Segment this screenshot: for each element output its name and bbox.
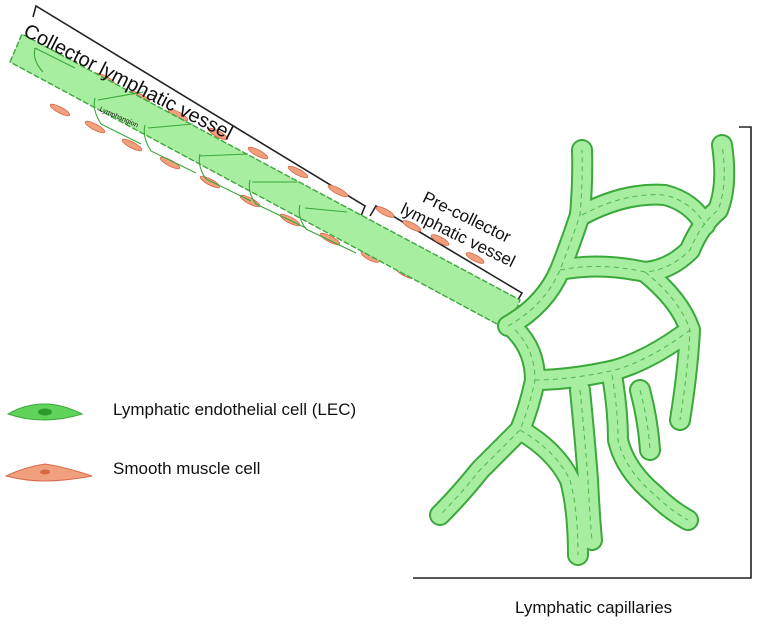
capillaries-bracket xyxy=(413,126,752,579)
collector-bracket xyxy=(32,4,366,217)
capillary-network xyxy=(429,134,736,566)
capillaries-label: Lymphatic capillaries xyxy=(515,598,673,617)
lymphangion-borders xyxy=(33,47,357,254)
legend-smc-label: Smooth muscle cell xyxy=(113,459,261,478)
smooth-muscle-legend-icon xyxy=(4,463,93,482)
precollector-bracket xyxy=(369,204,524,304)
legend-lec-label: Lymphatic endothelial cell (LEC) xyxy=(113,400,357,419)
lec-legend-icon xyxy=(6,403,84,421)
